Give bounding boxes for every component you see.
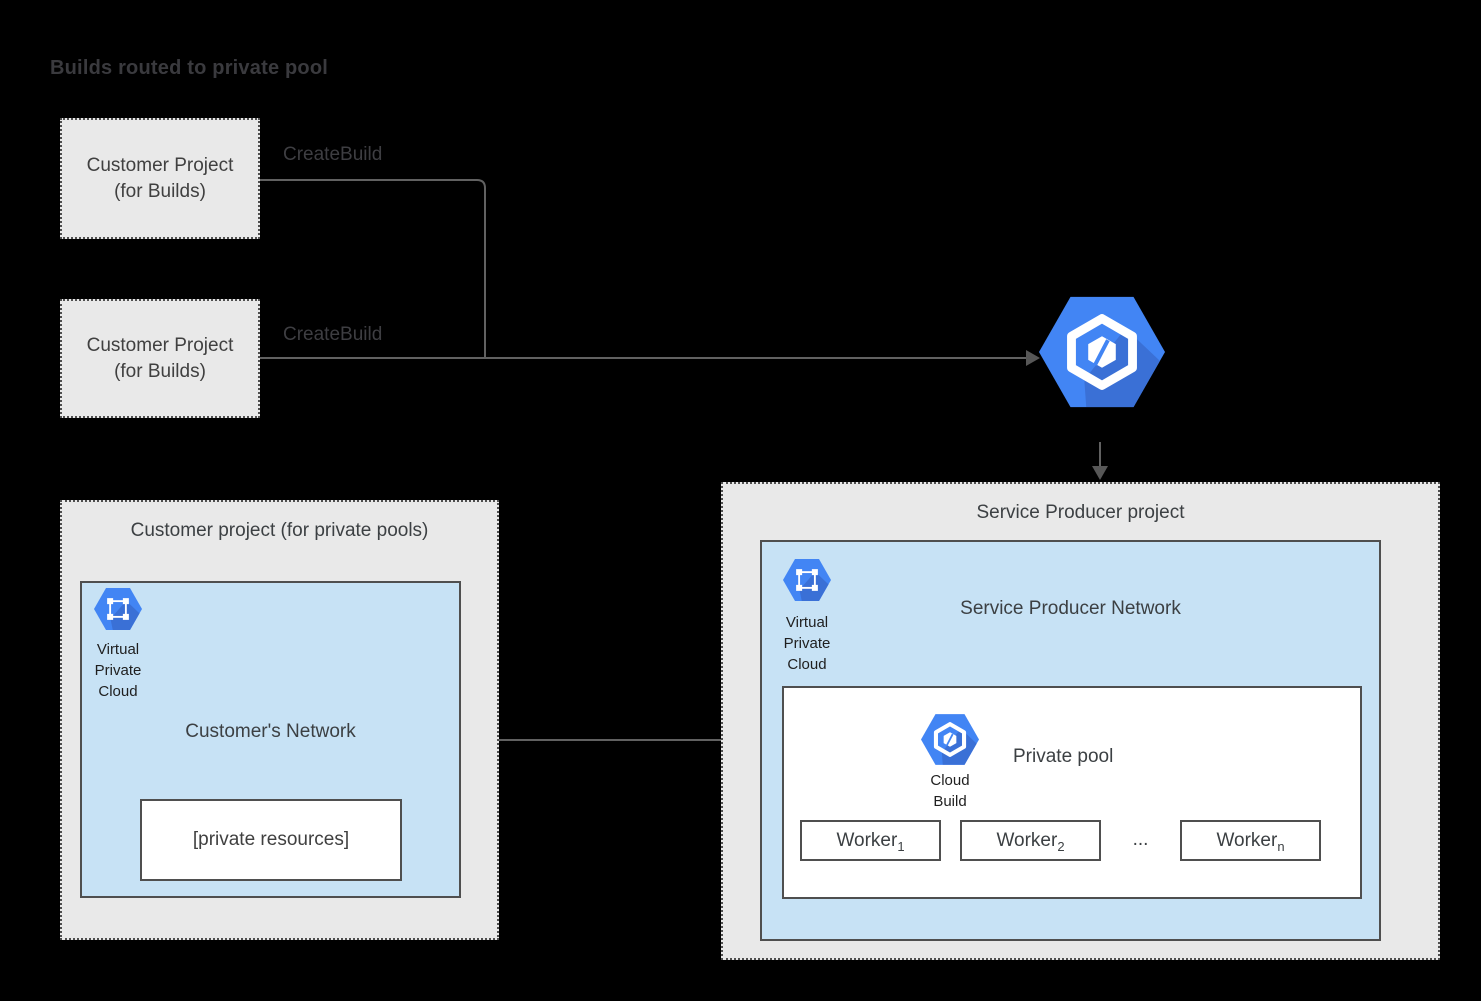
customer-pool-project-title: Customer project (for private pools) xyxy=(130,520,429,541)
vpc-icon xyxy=(783,559,831,601)
vpc-icon xyxy=(94,588,142,630)
routing-down-connector xyxy=(1092,442,1108,480)
customer-build-project-2: Customer Project (for Builds) xyxy=(60,299,260,418)
customer-build-project-1: Customer Project (for Builds) xyxy=(60,118,260,239)
customer-build-project-2-label: Customer Project (for Builds) xyxy=(86,335,234,382)
worker-label: Worker2 xyxy=(996,829,1065,854)
service-producer-project-title: Service Producer project xyxy=(976,502,1185,523)
private-resources-box: [private resources] xyxy=(140,799,402,881)
private-pool-box xyxy=(782,686,1362,899)
customers-network-title: Customer's Network xyxy=(185,721,356,742)
createbuild-label-2: CreateBuild xyxy=(283,324,383,345)
arrowhead-down-icon xyxy=(1092,466,1108,480)
worker-box-n: Workern xyxy=(1180,820,1321,861)
private-resources-label: [private resources] xyxy=(192,829,350,851)
worker-label: Workern xyxy=(1216,829,1285,854)
cloud-build-icon xyxy=(921,714,979,765)
customer-build-project-1-label: Customer Project (for Builds) xyxy=(86,155,234,202)
cloud-build-caption: Cloud Build xyxy=(930,772,970,810)
worker-box-2: Worker2 xyxy=(960,820,1101,861)
createbuild-connector-2 xyxy=(260,350,1040,366)
arrowhead-right-icon xyxy=(1026,350,1040,366)
createbuild-label-1: CreateBuild xyxy=(283,144,383,165)
network-peering-connector xyxy=(462,732,759,748)
diagram-title: Builds routed to private pool xyxy=(50,57,329,79)
worker-label: Worker1 xyxy=(836,829,905,854)
workers-ellipsis: ... xyxy=(1132,829,1149,850)
worker-box-1: Worker1 xyxy=(800,820,941,861)
vpc-caption: Virtual Private Cloud xyxy=(94,641,142,700)
private-pool-title: Private pool xyxy=(1013,746,1114,767)
vpc-caption: Virtual Private Cloud xyxy=(783,614,831,673)
service-producer-network-title: Service Producer Network xyxy=(960,598,1181,619)
cloud-build-icon xyxy=(1039,296,1165,408)
